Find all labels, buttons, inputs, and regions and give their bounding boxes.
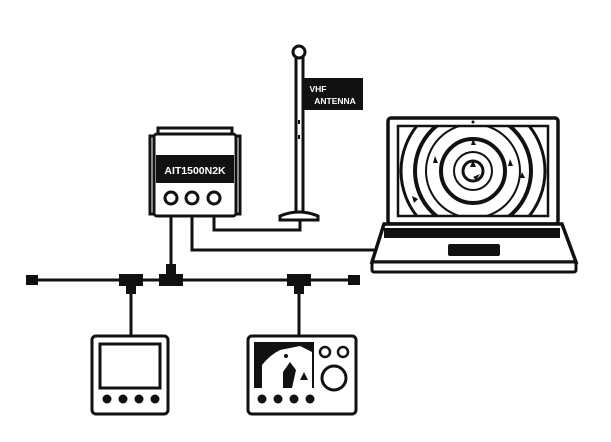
laptop-icon <box>369 116 579 274</box>
terminator-right <box>348 275 360 285</box>
terminator-left <box>26 275 38 285</box>
display-icon <box>90 334 170 416</box>
radar-icon <box>399 127 547 215</box>
antenna-icon <box>278 44 320 222</box>
ais-transponder: AIT1500N2K <box>148 126 242 218</box>
antenna-label-line2: ANTENNA <box>314 96 356 106</box>
t-connector-transponder <box>159 264 183 286</box>
model-label-band <box>156 155 234 183</box>
t-connector-chartplotter <box>287 274 311 294</box>
port-antenna <box>206 190 222 206</box>
antenna-label: VHF ANTENNA <box>303 78 363 110</box>
antenna-label-line1: VHF <box>310 84 327 94</box>
model-label: AIT1500N2K <box>164 165 226 177</box>
t-connector-display <box>119 274 143 294</box>
chartplotter-icon <box>246 334 358 416</box>
cables <box>32 198 386 338</box>
port-laptop <box>184 190 200 206</box>
port-network <box>163 190 179 206</box>
